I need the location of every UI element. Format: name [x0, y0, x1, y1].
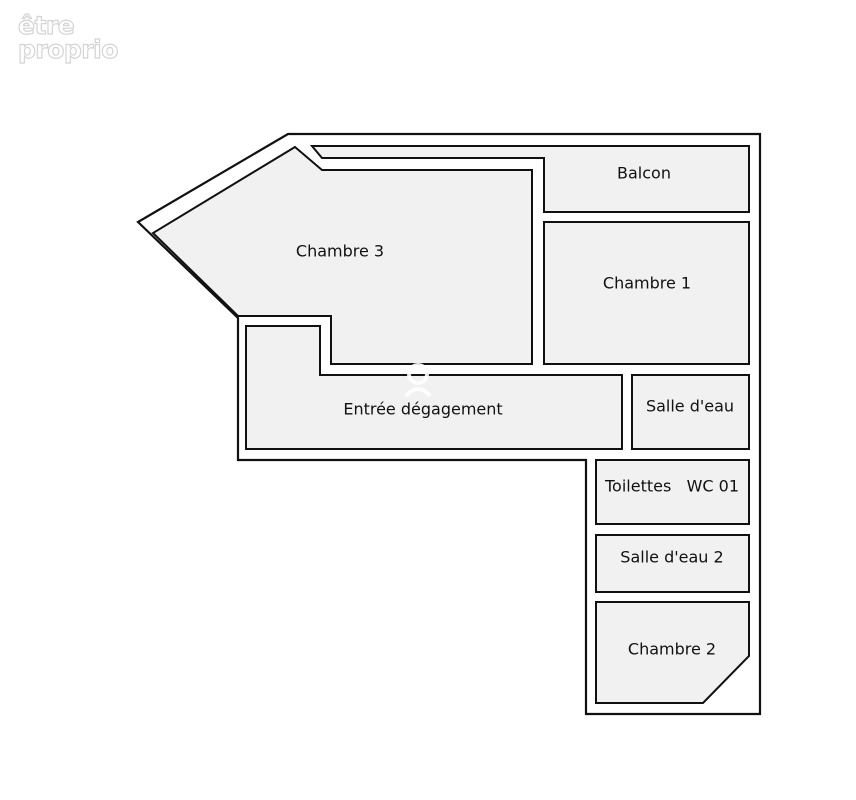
- label-salle-eau-2: Salle d'eau 2: [620, 548, 723, 567]
- label-salle-eau: Salle d'eau: [646, 397, 734, 416]
- brand-watermark: être proprio: [17, 11, 119, 64]
- room-entree: [245, 325, 623, 450]
- room-salle-eau-2: [595, 534, 750, 593]
- label-chambre-3: Chambre 3: [296, 242, 384, 261]
- room-chambre-3: [151, 145, 533, 365]
- label-chambre-1: Chambre 1: [603, 274, 691, 293]
- room-chambre-2: [595, 601, 750, 704]
- label-balcon: Balcon: [617, 164, 671, 183]
- room-chambre-1: [543, 221, 750, 365]
- label-toilettes: Toilettes WC 01: [604, 477, 739, 496]
- watermark-line-2: proprio: [17, 35, 119, 64]
- brand-mark-icon: [404, 363, 432, 398]
- room-salle-eau: [631, 374, 750, 450]
- watermark-line-1: être: [17, 11, 75, 40]
- label-entree: Entrée dégagement: [343, 400, 502, 419]
- room-balcon: [309, 145, 750, 213]
- label-chambre-2: Chambre 2: [628, 640, 716, 659]
- room-toilettes: [595, 459, 750, 525]
